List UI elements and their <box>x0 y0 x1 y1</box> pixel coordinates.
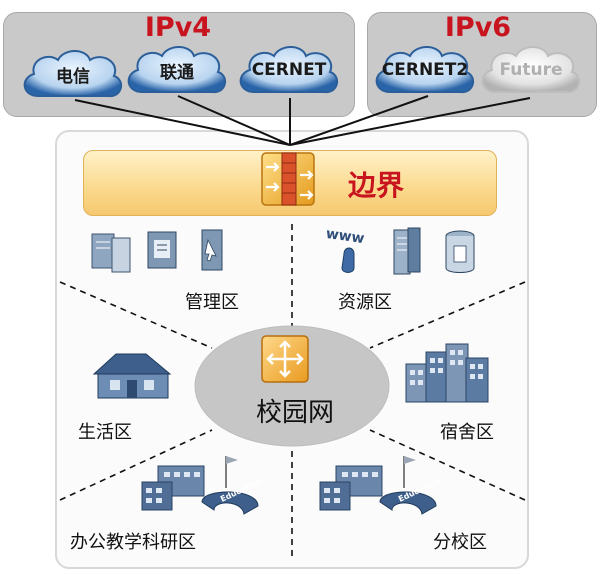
zone-management: 管理区 <box>185 292 239 313</box>
cloud-label: 联通 <box>160 62 194 83</box>
cloud-label: CERNET <box>251 60 327 80</box>
router-icon <box>261 335 309 383</box>
server-tower-icon <box>393 227 421 275</box>
school-building-icon: Education <box>141 456 262 515</box>
cloud-icon <box>23 50 123 98</box>
zone-dormitory: 宿舍区 <box>440 422 494 443</box>
border-label: 边界 <box>348 169 405 202</box>
cursor-server-icon <box>201 229 223 271</box>
resource-icons: www <box>325 226 475 275</box>
document-server-icon <box>147 231 177 269</box>
cloud-future: Future <box>476 38 586 102</box>
cloud-icon <box>481 46 581 94</box>
zone-living: 生活区 <box>78 422 132 443</box>
campus-core-ellipse <box>194 325 390 447</box>
dormitory-buildings-icon <box>405 343 489 403</box>
firewall-icon <box>261 152 315 206</box>
cloud-icon <box>239 46 339 94</box>
cloud-telecom: 电信 <box>18 42 128 106</box>
zone-office-teaching-research: 办公教学科研区 <box>70 532 196 553</box>
house-icon <box>92 353 172 399</box>
cloud-cernet: CERNET <box>232 38 346 102</box>
ipv6-title: IPv6 <box>444 12 512 43</box>
zone-dividers <box>59 224 526 556</box>
zone-resources: 资源区 <box>338 292 392 313</box>
cloud-label: CERNET2 <box>381 60 469 80</box>
server-rack-icon <box>91 233 131 273</box>
svg-text:www: www <box>325 226 366 247</box>
cloud-label: 电信 <box>56 66 90 87</box>
branch-school-icon: Education <box>319 456 440 515</box>
management-icons <box>91 229 223 273</box>
web-hand-icon: www <box>325 226 366 273</box>
cloud-unicom: 联通 <box>122 38 232 102</box>
campus-network-label: 校园网 <box>255 398 334 428</box>
cloud-cernet2: CERNET2 <box>370 38 480 102</box>
zone-branch-campus: 分校区 <box>433 532 487 553</box>
database-icon <box>445 230 475 273</box>
cloud-label: Future <box>499 60 563 80</box>
cloud-icon <box>127 46 227 94</box>
cloud-icon <box>375 46 475 94</box>
uplink-lines <box>74 95 531 146</box>
ipv4-title: IPv4 <box>144 12 212 43</box>
